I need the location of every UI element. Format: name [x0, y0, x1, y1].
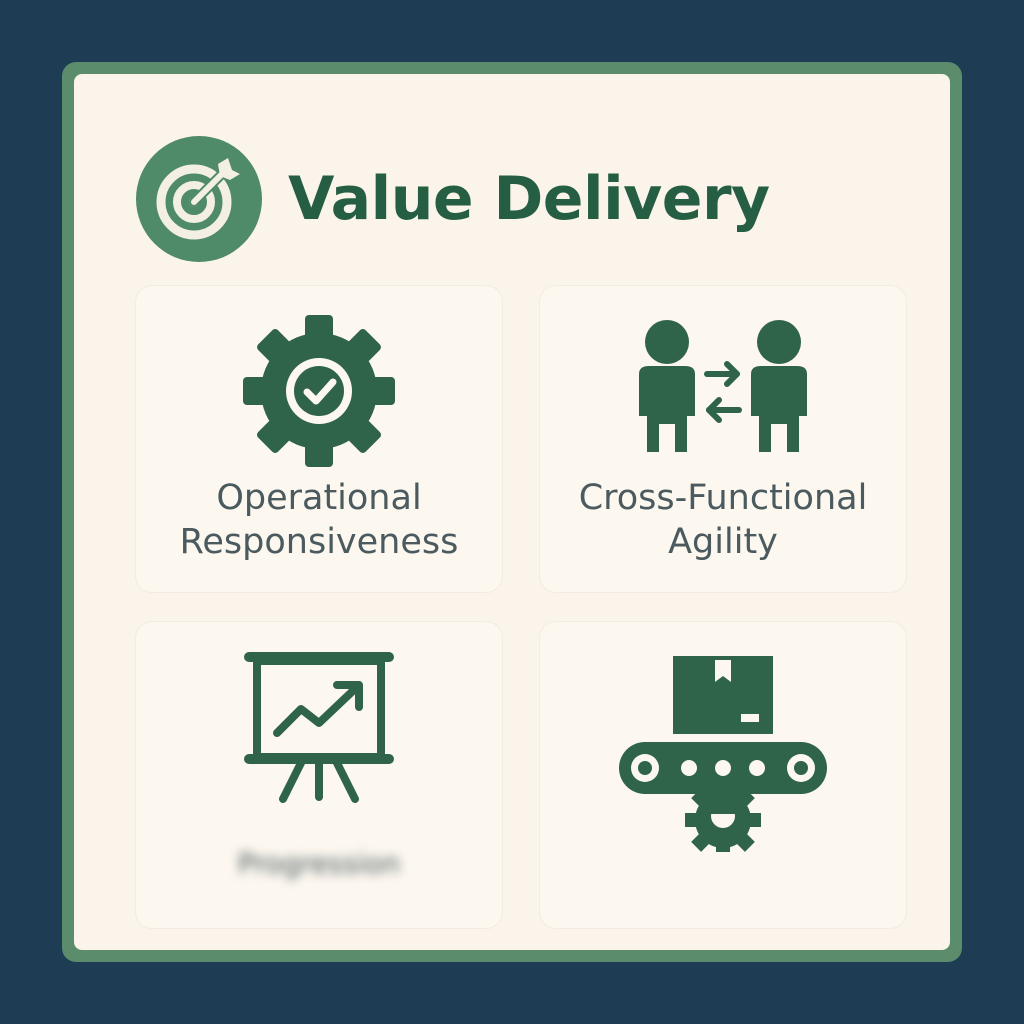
card-label: Operational Responsiveness: [179, 478, 459, 562]
content-panel: Value Delivery: [74, 74, 950, 950]
header: Value Delivery: [136, 136, 770, 262]
conveyor-box-icon: [619, 656, 827, 852]
page-title: Value Delivery: [288, 164, 770, 234]
gear-check-icon: [243, 315, 395, 467]
card-conveyor: [540, 622, 906, 928]
frame: Value Delivery: [62, 62, 962, 962]
people-exchange-icon: [639, 320, 807, 452]
target-arrow-icon: [136, 136, 262, 262]
card-label: Progression: [237, 847, 401, 880]
presentation-chart-icon: [244, 652, 394, 803]
card-cross-functional-agility: Cross-Functional Agility: [540, 286, 906, 592]
card-progression: Progression: [136, 622, 502, 928]
card-label: Cross-Functional Agility: [578, 478, 868, 562]
card-operational-responsiveness: Operational Responsiveness: [136, 286, 502, 592]
